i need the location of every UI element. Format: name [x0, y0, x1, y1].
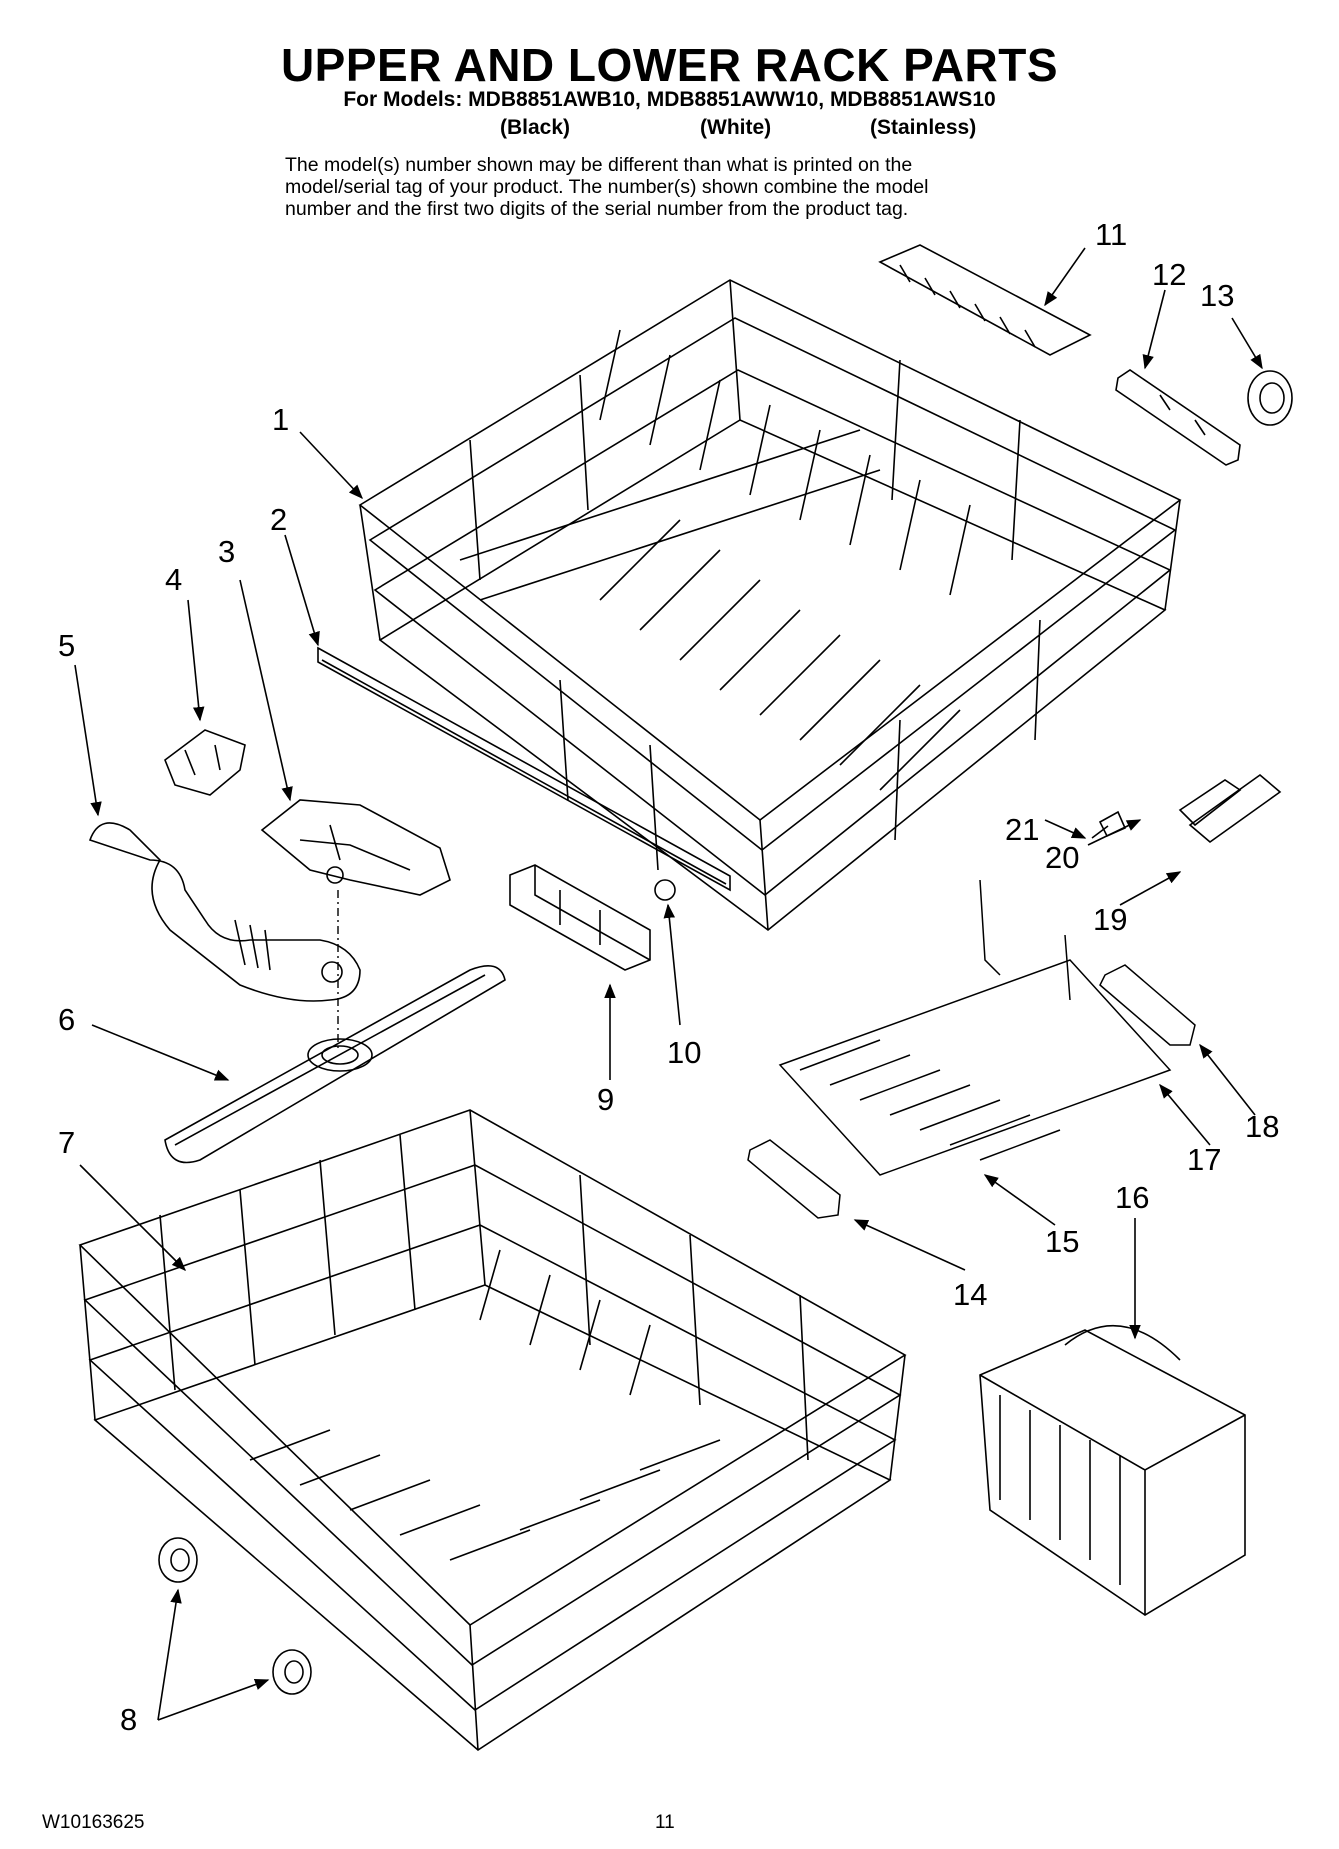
callout-5: 5: [58, 628, 75, 663]
callout-19: 19: [1093, 902, 1127, 937]
color-white: (White): [700, 116, 772, 139]
clip-part-4: [164, 729, 246, 796]
callout-14: 14: [953, 1277, 987, 1312]
callout-15: 15: [1045, 1224, 1079, 1259]
bracket-part-12: [1115, 369, 1241, 466]
note-line-1: The model(s) number shown may be differe…: [285, 154, 913, 176]
callout-13: 13: [1200, 278, 1234, 313]
wire-shelf-part: [778, 879, 1172, 1176]
clip-part-14: [747, 1139, 841, 1219]
callout-20: 20: [1045, 840, 1079, 875]
upper-rack: [358, 279, 1182, 932]
callout-3: 3: [218, 534, 235, 569]
callout-16: 16: [1115, 1180, 1149, 1215]
callout-1: 1: [272, 402, 289, 437]
callout-6: 6: [58, 1002, 75, 1037]
clip-part-9: [509, 864, 651, 971]
callout-17: 17: [1187, 1142, 1221, 1177]
callout-9: 9: [597, 1082, 614, 1117]
wheel-parts-8: [158, 1537, 312, 1695]
callout-8: 8: [120, 1702, 137, 1737]
note-line-2: model/serial tag of your product. The nu…: [285, 176, 929, 198]
rail-part: [317, 646, 731, 892]
models-line: For Models: MDB8851AWB10, MDB8851AWW10, …: [343, 88, 996, 111]
callout-12: 12: [1152, 257, 1186, 292]
callout-11: 11: [1095, 217, 1127, 252]
feed-tube-part: [88, 822, 361, 1002]
page-title: UPPER AND LOWER RACK PARTS: [280, 39, 1059, 91]
color-stainless: (Stainless): [870, 116, 977, 139]
clip-part-18: [1099, 964, 1196, 1046]
silverware-basket-part: [979, 1324, 1246, 1616]
handle-parts: [1091, 773, 1282, 844]
callout-4: 4: [165, 562, 182, 597]
page-number: 11: [655, 1812, 675, 1833]
wheel-part-13: [1247, 370, 1293, 426]
document-part-number: W10163625: [42, 1812, 145, 1833]
callout-7: 7: [58, 1125, 75, 1160]
manifold-part: [260, 799, 451, 896]
spray-arm-part: [164, 964, 506, 1164]
leader-arrows: [74, 247, 1263, 1721]
note-line-3: number and the first two digits of the s…: [285, 198, 909, 220]
callout-18: 18: [1245, 1109, 1279, 1144]
callout-2: 2: [270, 502, 287, 537]
model-note: The model(s) number shown may be differe…: [285, 154, 1065, 220]
callout-21: 21: [1005, 812, 1039, 847]
tine-row-part: [878, 244, 1092, 356]
ball-part: [654, 879, 676, 901]
callout-10: 10: [667, 1035, 701, 1070]
lower-rack: [78, 1109, 907, 1751]
callout-labels: 1 2 3 4 5 6 7 8 9 10 11 12 13 14 15 16 1…: [58, 217, 1279, 1737]
color-black: (Black): [500, 116, 571, 139]
